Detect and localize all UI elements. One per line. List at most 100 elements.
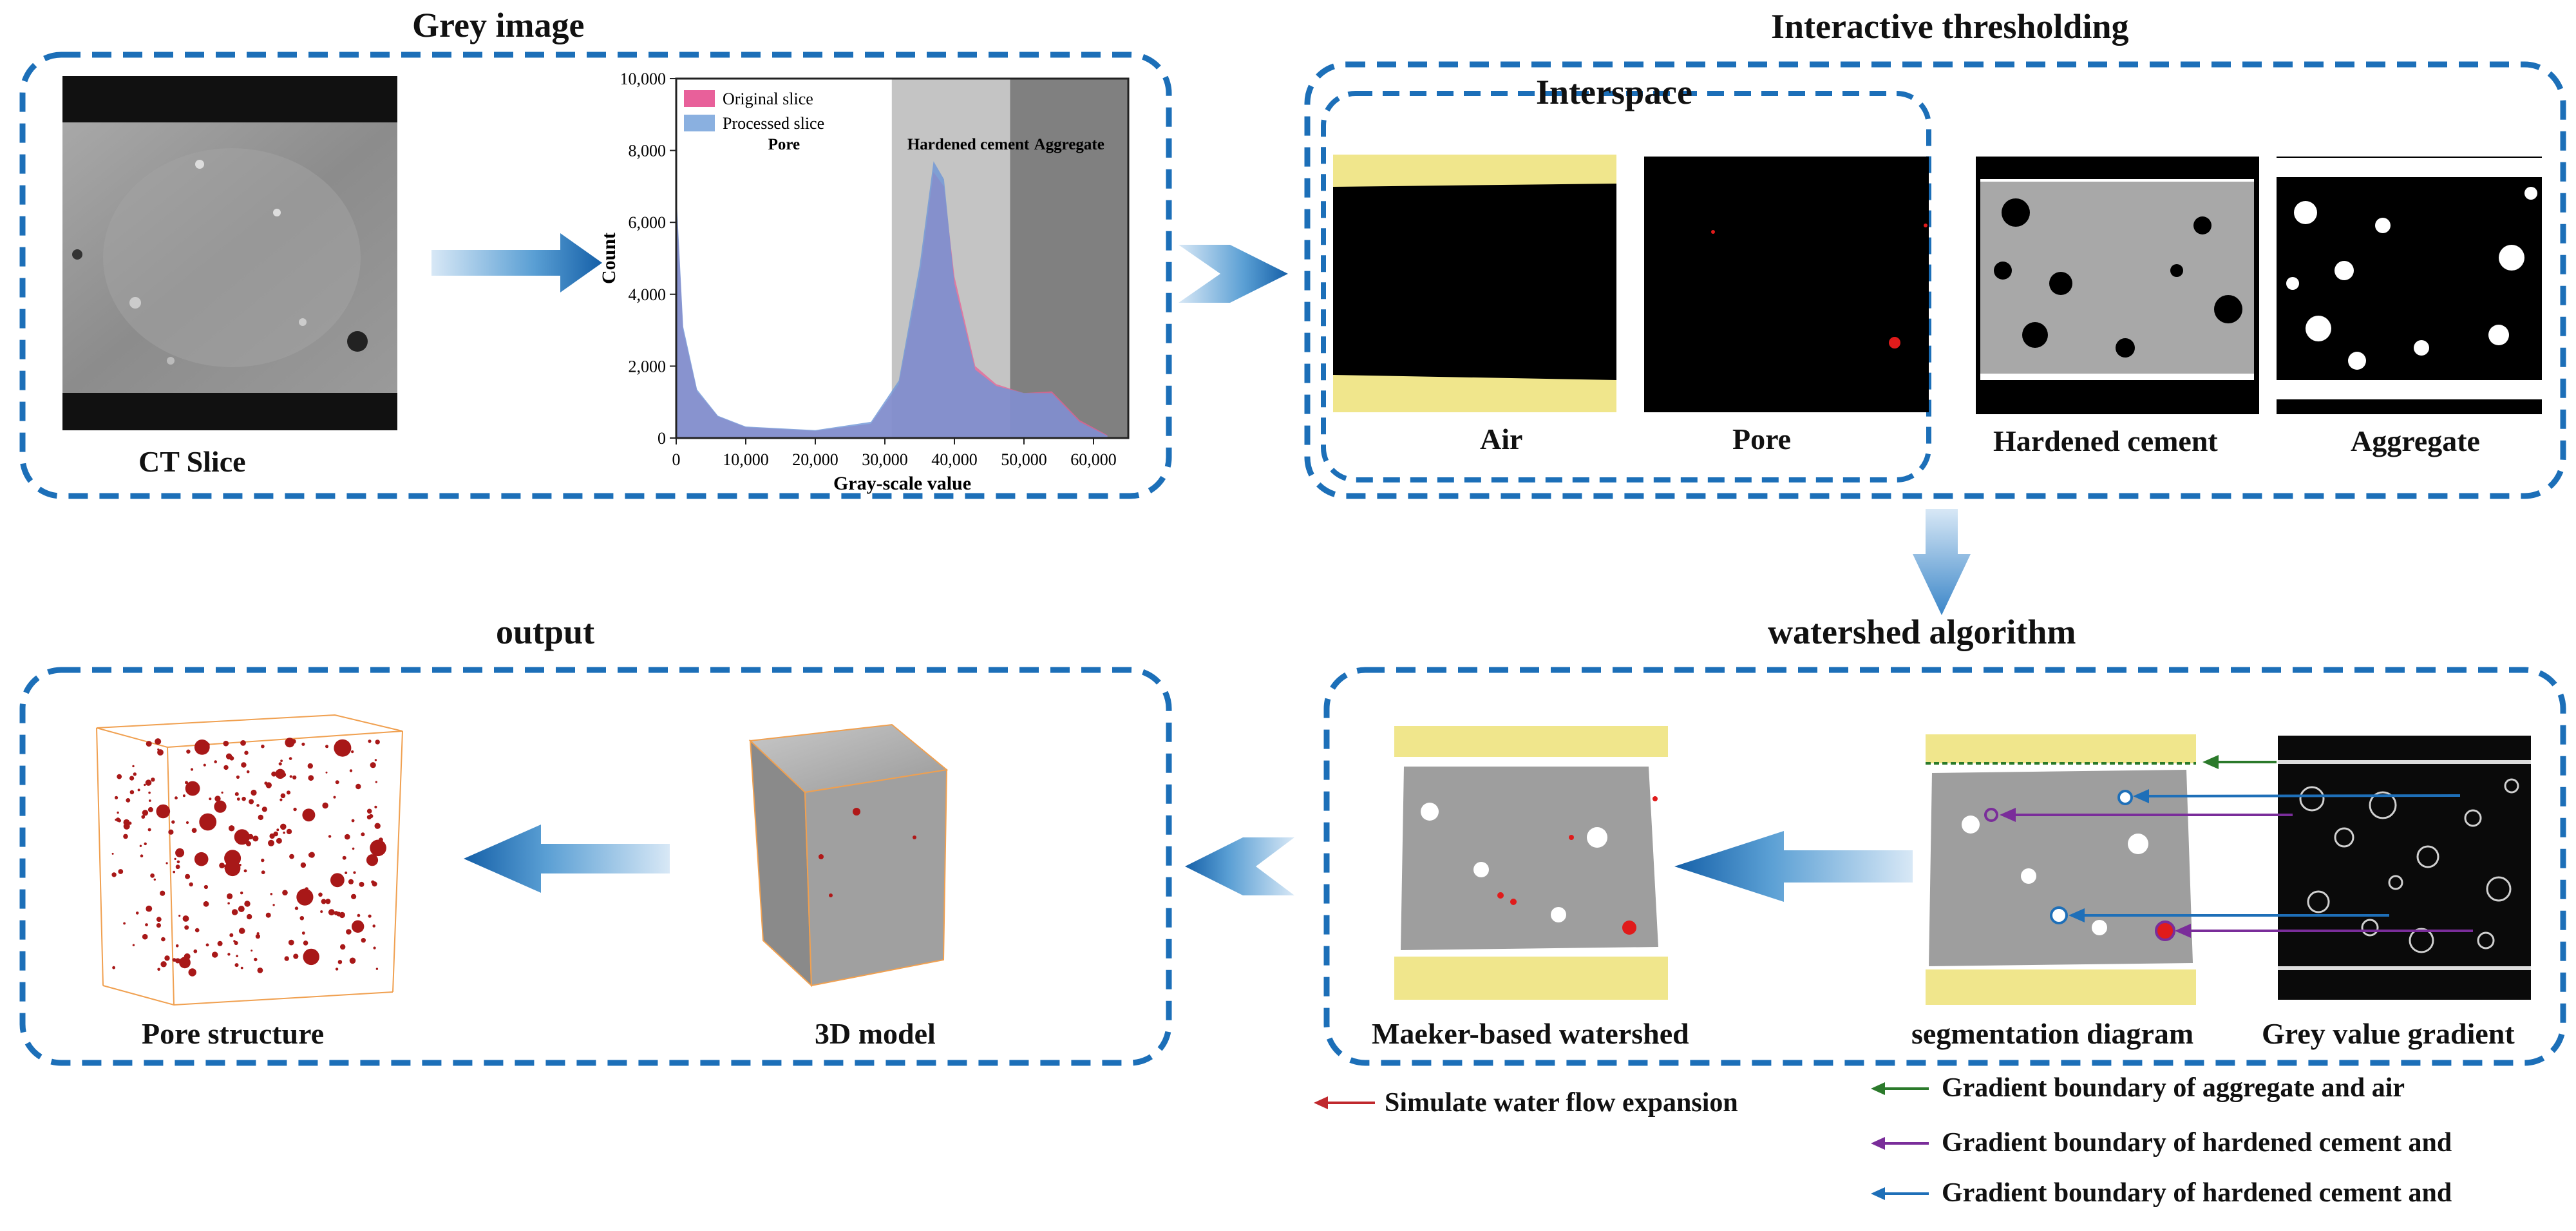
pore-dot [271,771,277,777]
pore-dot [346,929,352,935]
pore-dot [164,955,170,961]
pore-dot [357,913,361,917]
ytick-label: 0 [658,429,666,448]
hardened-cement-label: Hardened cement [1993,425,2218,457]
legend-green-text: Gradient boundary of aggregate and air [1942,1073,2405,1103]
pore-dot [289,854,294,859]
pore-dot [153,878,156,881]
pore-dot [227,893,233,899]
pore-dot [289,757,292,760]
interspace-title: Interspace [1536,73,1692,111]
pore-dot [135,911,139,915]
ytick-label: 4,000 [629,285,667,304]
pore-dot [280,793,286,799]
pore-dot [272,904,275,906]
arrow-left-3 [464,825,670,893]
pore-dot [160,961,167,968]
pore-dot [115,817,120,822]
pore-dot [115,796,118,799]
pore-dot [161,937,166,942]
pore-dot [209,797,212,801]
pore-dot [246,770,250,774]
pore-dot [146,905,153,912]
pore-dot [157,968,160,971]
pore-dot [234,963,239,968]
pore-dot [145,923,148,926]
pore-dot [318,892,323,897]
pore-dot [223,765,229,770]
pore-dot [132,765,135,768]
marker-watershed-label: Maeker-based watershed [1372,1017,1689,1050]
xtick-label: 10,000 [723,450,769,469]
pore-dot [325,771,328,774]
pore-dot [227,902,230,905]
pore-dot [280,759,283,762]
pore-dot [194,928,200,933]
pore-dot [184,953,191,960]
pore-dot [171,820,175,824]
pore-dot [302,808,316,822]
pore-dot [351,893,357,899]
pore-dot [261,806,267,812]
pore-dot [182,794,185,797]
pore-dot [241,762,247,768]
pore-dot [374,759,377,761]
pore-dot [370,762,376,768]
pore-dot [175,848,185,857]
arrow-left-1 [1674,831,1913,902]
pore-dot [182,915,189,922]
pore-dot [205,943,209,947]
pore-dot [308,775,314,781]
pore-dot [144,783,146,787]
gradient-arrows [2000,755,2473,938]
pore-dot [189,882,193,887]
arrow-down [1913,509,1971,615]
3d-model-image [748,723,949,988]
pore-dot [240,892,243,895]
pore-dot [261,870,265,875]
pore-dot [255,934,260,939]
pore-dot [334,739,352,757]
pore-dot [283,831,285,834]
watershed-title: watershed algorithm [1768,613,2076,651]
pore-dot [280,823,287,830]
watershed-frame [1323,667,2566,1066]
pore-dot [375,968,379,970]
pore-dot [236,955,238,957]
pore-dot [214,796,221,802]
xtick-label: 60,000 [1070,450,1117,469]
pore-dot [366,808,372,814]
pore-label: Pore [1732,423,1792,455]
pore-dot [238,928,245,934]
pore-dot [203,763,206,767]
pore-dot [261,858,265,863]
pore-dot [129,790,135,795]
pore-dot [279,798,283,801]
pore-dot [175,958,180,964]
marker-watershed-image [1394,726,1668,1000]
pore-dot [175,944,179,948]
pore-dot [160,890,166,896]
region-label: Aggregate [1034,136,1104,153]
ytick-label: 10,000 [620,70,667,88]
pore-dot [322,802,328,809]
pore-dot [340,944,346,950]
pore-dot [254,957,258,962]
pore-dot [251,949,253,952]
pore-dot [370,839,386,857]
ct-slice-label: CT Slice [138,445,246,478]
pore-dot [228,825,235,832]
pore-dot [289,942,292,945]
pore-dot [335,780,339,785]
pore-dot [117,774,122,779]
pore-dot [282,890,288,896]
pore-dot [238,841,242,845]
pore-dot [132,944,135,946]
pore-dot [231,909,238,915]
pore-dot [366,854,379,866]
pore-dot [336,911,341,917]
pore-dot [244,901,251,907]
pore-dot [219,863,225,868]
pore-dot [270,893,273,895]
